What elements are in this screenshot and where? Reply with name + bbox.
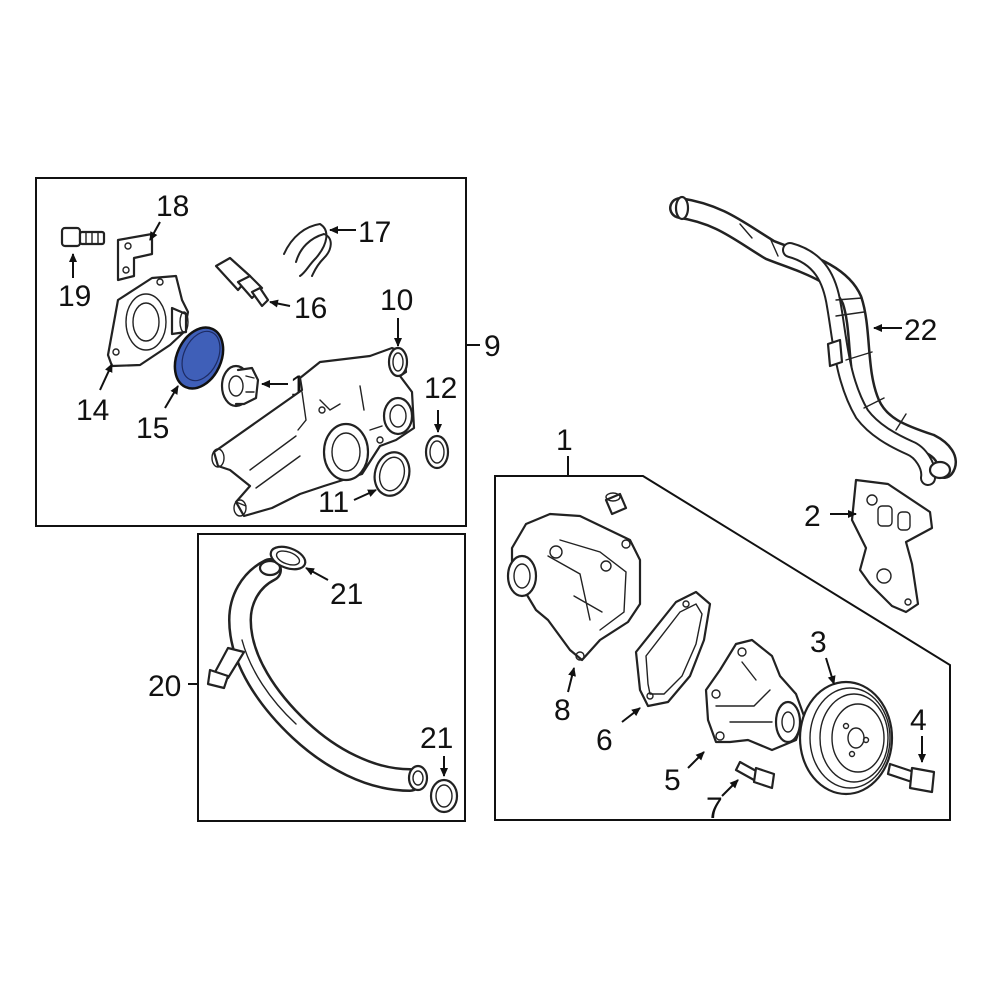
water-pump-5-part[interactable] [704, 638, 806, 752]
thermostat-13-part[interactable] [220, 364, 260, 408]
bracket-18-part[interactable] [116, 232, 154, 282]
callout-16: 16 [294, 292, 327, 325]
callout-20: 20 [148, 670, 181, 703]
pump-gasket-6-part[interactable] [634, 590, 712, 708]
callout-22: 22 [904, 314, 937, 347]
bolt-20-part[interactable] [206, 646, 246, 690]
leader-7 [721, 779, 739, 797]
leader-14 [99, 363, 113, 391]
water-pump-body-8-part[interactable] [506, 512, 642, 662]
clip-17-part[interactable] [283, 222, 332, 277]
o-ring-11-part[interactable] [370, 448, 414, 499]
leader-16 [269, 299, 291, 308]
gasket-2-part[interactable] [850, 478, 934, 614]
callout-6: 6 [596, 724, 613, 757]
callout-9: 9 [484, 330, 501, 363]
callout-8: 8 [554, 694, 571, 727]
water-outlet-housing-10-part[interactable] [211, 346, 416, 518]
callout-5: 5 [664, 764, 681, 797]
thermostat-housing-14-part[interactable] [106, 274, 190, 368]
temperature-sensor-16-part[interactable] [214, 256, 270, 308]
callout-11: 11 [318, 486, 349, 519]
callout-7: 7 [706, 792, 723, 825]
callout-14: 14 [76, 394, 109, 427]
leader-6 [621, 707, 641, 723]
callout-18: 18 [156, 190, 189, 223]
thermostat-housing-group-box [35, 177, 467, 527]
pulley-3-part[interactable] [798, 680, 894, 796]
callout-19: 19 [58, 280, 91, 313]
callout-2: 2 [804, 500, 821, 533]
o-ring-12-part[interactable] [424, 434, 450, 470]
coolant-pipe-20-part[interactable] [227, 558, 429, 792]
leader-11 [353, 489, 377, 501]
callout-4: 4 [910, 704, 927, 737]
leader-8 [567, 667, 576, 693]
gasket-15-part[interactable] [166, 320, 233, 397]
callout-17: 17 [358, 216, 391, 249]
callout-3: 3 [810, 626, 827, 659]
bolt-4-part[interactable] [886, 762, 936, 794]
leader-18 [149, 221, 161, 241]
coolant-pipe-group-box [197, 533, 466, 822]
bolt-7-part[interactable] [734, 760, 776, 790]
callout-12: 12 [424, 372, 457, 405]
leader-21-top [305, 567, 329, 581]
callout-21-bottom: 21 [420, 722, 453, 755]
leader-5 [687, 751, 705, 769]
o-ring-21-top-part[interactable] [268, 542, 309, 573]
leader-3 [825, 657, 836, 685]
dowel-pin-part[interactable] [604, 492, 628, 516]
water-pump-group-box [494, 475, 951, 821]
leader-15 [164, 385, 179, 409]
callout-21-top: 21 [330, 578, 363, 611]
callout-15: 15 [136, 412, 169, 445]
o-ring-21-bottom-part[interactable] [429, 778, 459, 814]
coolant-hose-22-part[interactable] [669, 195, 957, 486]
callout-10: 10 [380, 284, 413, 317]
callout-1: 1 [556, 424, 573, 457]
bolt-19-part[interactable] [60, 226, 106, 248]
